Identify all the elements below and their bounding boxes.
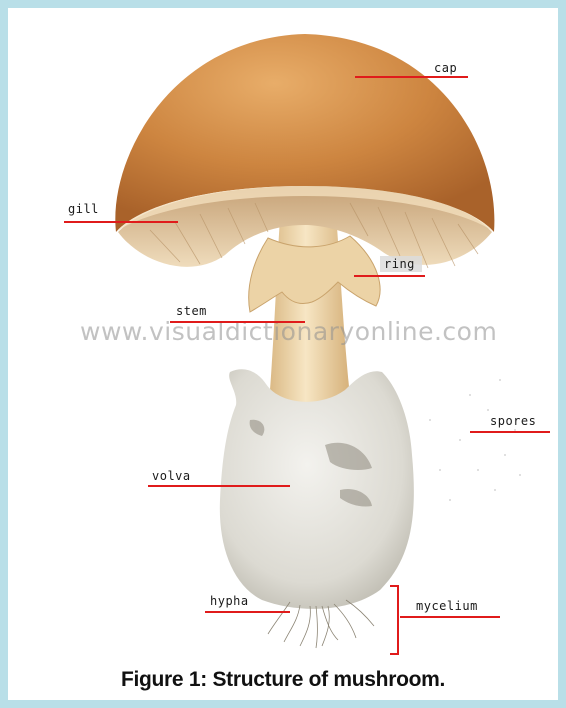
label-mycelium-text: mycelium [416, 599, 478, 613]
figure-number: Figure 1 [121, 668, 200, 691]
label-spores: spores [470, 414, 550, 432]
label-stem-text: stem [176, 304, 207, 318]
label-spores-text: spores [490, 414, 536, 428]
label-volva-text: volva [152, 469, 191, 483]
label-cap-text: cap [434, 61, 457, 75]
ring-shape [249, 236, 380, 312]
figure-caption-text: : Structure of mushroom. [200, 668, 445, 691]
label-mycelium: mycelium [390, 586, 500, 654]
spores-dots [429, 379, 521, 501]
label-gill-text: gill [68, 202, 99, 216]
figure-caption: Figure 1: Structure of mushroom. [0, 668, 566, 692]
label-ring-text: ring [384, 257, 415, 271]
volva-shape [220, 369, 414, 609]
label-hypha-text: hypha [210, 594, 249, 608]
mycelium-bracket [390, 586, 398, 654]
